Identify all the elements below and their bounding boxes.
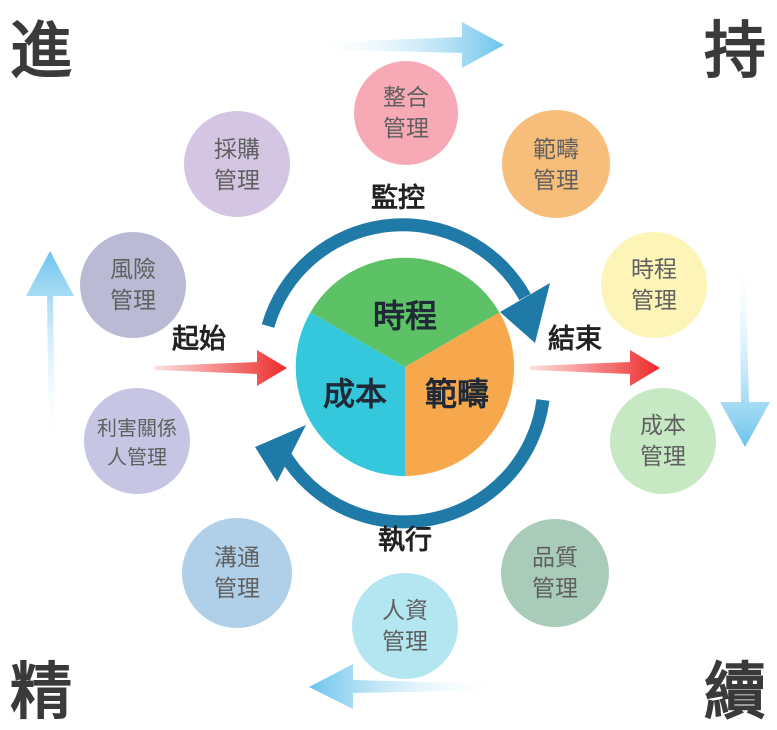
- knowledge-area-risk: 風險 管理: [80, 232, 186, 338]
- circle-cost: [610, 388, 716, 494]
- circle-label-line1: 範疇: [533, 137, 579, 163]
- pie-label-scope: 範疇: [425, 375, 489, 413]
- knowledge-area-integration: 整合 管理: [354, 61, 458, 165]
- circle-communication: [182, 518, 292, 628]
- corner-top-left: 進: [10, 14, 72, 87]
- outer-arrow-right: [308, 22, 504, 68]
- circle-label-line1: 溝通: [214, 545, 260, 571]
- pie-label-schedule: 時程: [373, 297, 437, 335]
- core-triangle-pie: 時程 範疇 成本: [295, 257, 515, 477]
- pie-segment-scope: [405, 312, 515, 477]
- circle-scope: [502, 110, 610, 218]
- pie-label-cost: 成本: [323, 375, 387, 413]
- circle-label-line1: 風險: [110, 257, 156, 283]
- circle-risk: [80, 232, 186, 338]
- outer-arrow-down: [720, 252, 770, 447]
- circle-integration: [354, 61, 458, 165]
- cycle-arrowhead-bottom: [255, 425, 306, 482]
- outer-arrow-up: [26, 251, 74, 446]
- circle-label-line1: 採購: [214, 137, 260, 163]
- circle-label-line1: 利害關係: [97, 416, 177, 440]
- start-arrow: [155, 350, 287, 386]
- knowledge-area-scope: 範疇 管理: [502, 110, 610, 218]
- end-arrow: [530, 350, 660, 386]
- circle-label-line1: 時程: [631, 257, 677, 283]
- circle-label-line2: 管理: [214, 168, 260, 194]
- circle-label-line2: 管理: [110, 288, 156, 314]
- circle-label-line2: 人管理: [107, 445, 167, 469]
- circle-label-line2: 管理: [631, 288, 677, 314]
- corner-bottom-right: 續: [704, 655, 766, 728]
- circle-resource: [352, 573, 458, 679]
- circle-label-line2: 管理: [532, 576, 578, 602]
- cycle-arrows: [255, 218, 550, 529]
- corner-bottom-left: 精: [10, 655, 72, 728]
- phase-label-end: 結束: [548, 323, 602, 355]
- circle-label-line2: 管理: [214, 576, 260, 602]
- pie-segment-cost: [295, 312, 405, 477]
- circle-label-line1: 品質: [532, 545, 578, 571]
- circle-stakeholder: [84, 388, 190, 494]
- circle-label-line2: 管理: [382, 629, 428, 655]
- circle-label-line1: 人資: [382, 598, 428, 624]
- circle-procurement: [184, 111, 290, 217]
- circle-label-line1: 成本: [640, 413, 686, 439]
- outer-arrow-left: [309, 664, 503, 709]
- cycle-arrowhead-top: [500, 283, 550, 343]
- knowledge-area-stakeholder: 利害關係 人管理: [84, 388, 190, 494]
- knowledge-area-communication: 溝通 管理: [182, 518, 292, 628]
- circle-label-line2: 管理: [383, 116, 429, 142]
- circle-label-line2: 管理: [533, 168, 579, 194]
- corner-top-right: 持: [704, 14, 766, 87]
- knowledge-area-schedule: 時程 管理: [601, 232, 707, 338]
- circle-label-line2: 管理: [640, 444, 686, 470]
- phase-label-execute: 執行: [378, 524, 432, 556]
- phase-label-start: 起始: [172, 323, 226, 355]
- cycle-arrow-bottom: [277, 399, 550, 529]
- circle-schedule: [601, 232, 707, 338]
- knowledge-area-resource: 人資 管理: [352, 573, 458, 679]
- circle-quality: [501, 519, 609, 627]
- cycle-arrow-top: [261, 218, 531, 328]
- pie-segment-schedule: [310, 257, 500, 367]
- knowledge-area-cost: 成本 管理: [610, 388, 716, 494]
- circle-label-line1: 整合: [383, 85, 429, 111]
- knowledge-area-procurement: 採購 管理: [184, 111, 290, 217]
- phase-label-monitor: 監控: [371, 183, 425, 214]
- knowledge-area-quality: 品質 管理: [501, 519, 609, 627]
